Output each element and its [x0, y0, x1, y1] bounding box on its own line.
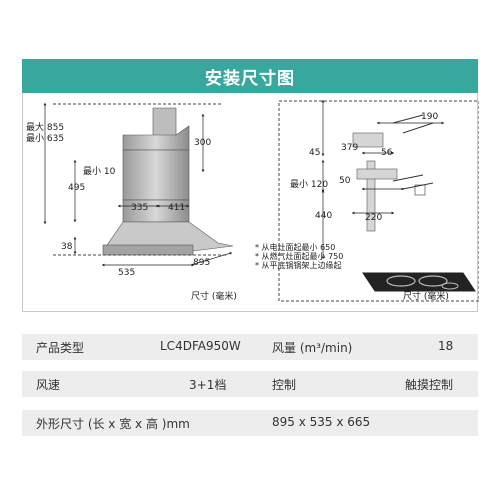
dim-379: 379	[341, 143, 358, 153]
right-unit-label: 尺寸 (毫米)	[403, 290, 449, 302]
dim-min-10: 最小 10	[83, 166, 116, 177]
hood-front-view: 最大 855 最小 635 300 最小 10 495 335 411 38 5…	[26, 102, 343, 302]
dim-220: 220	[365, 213, 382, 223]
dim-min-120: 最小 120	[290, 179, 328, 190]
spec-label-speed: 风速	[36, 378, 61, 392]
spec-row-dimensions: 外形尺寸 (长 x 宽 x 高 )mm 895 x 535 x 665	[22, 410, 478, 436]
note-pan: * 从平底锅锅架上边缘起	[255, 260, 342, 270]
dim-50: 50	[339, 176, 351, 186]
page-title: 安装尺寸图	[205, 68, 295, 89]
dim-min-635: 最小 635	[26, 133, 64, 144]
dim-190: 190	[421, 112, 438, 122]
dim-895: 895	[193, 258, 210, 268]
spec-value-airflow: 18	[438, 339, 454, 353]
dim-38: 38	[61, 242, 73, 252]
wall-mount-view: 190 379 45 56 50 最小 120 440 220 尺寸 (毫米)	[278, 99, 479, 302]
spec-value-speed: 3+1档	[189, 378, 227, 392]
dim-max-855: 最大 855	[26, 121, 64, 133]
note-electric: * 从电灶面起最小 650	[255, 242, 335, 252]
dim-56: 56	[381, 148, 393, 158]
title-bar: 安装尺寸图	[22, 59, 478, 93]
note-gas: * 从燃气灶面起最小 750	[255, 251, 343, 261]
spec-row-type: 产品类型 LC4DFA950W 风量 (m³/min) 18	[22, 334, 478, 360]
installation-diagram-panel: 最大 855 最小 635 300 最小 10 495 335 411 38 5…	[22, 93, 479, 312]
spec-label-airflow: 风量 (m³/min)	[272, 341, 353, 355]
dim-411: 411	[168, 203, 185, 213]
dim-535: 535	[118, 268, 135, 278]
dim-300: 300	[194, 138, 211, 148]
dim-335: 335	[131, 203, 148, 213]
spec-value-control: 触摸控制	[405, 378, 454, 392]
left-unit-label: 尺寸 (毫米)	[191, 290, 237, 302]
dim-440: 440	[315, 211, 332, 221]
installation-diagram: 最大 855 最小 635 300 最小 10 495 335 411 38 5…	[26, 99, 479, 302]
spec-label-product-type: 产品类型	[36, 341, 85, 355]
spec-row-speed: 风速 3+1档 控制 触摸控制	[22, 371, 478, 397]
spec-label-control: 控制	[272, 378, 297, 392]
spec-label-dimensions: 外形尺寸 (长 x 宽 x 高 )mm	[36, 417, 190, 431]
dim-495: 495	[68, 183, 85, 193]
spec-value-dimensions: 895 x 535 x 665	[272, 415, 371, 429]
dim-45: 45	[309, 148, 320, 158]
spec-value-product-type: LC4DFA950W	[160, 339, 241, 353]
